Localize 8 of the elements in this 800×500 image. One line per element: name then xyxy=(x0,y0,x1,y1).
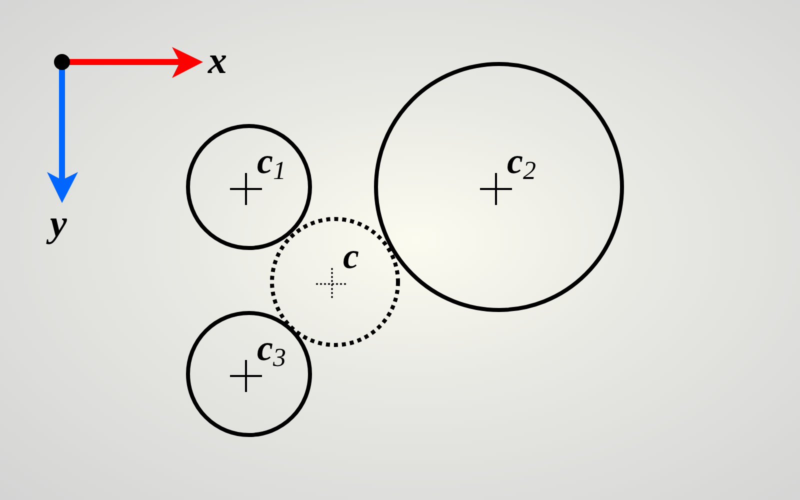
circle-label: c xyxy=(343,238,359,274)
circle xyxy=(186,124,312,250)
circle-label: c$_{3}$ xyxy=(257,330,286,371)
circle-label: c$_{2}$ xyxy=(507,143,536,184)
axis-label: x xyxy=(208,42,227,80)
circle xyxy=(374,62,624,312)
circle xyxy=(186,311,312,437)
circle-label: c$_{1}$ xyxy=(257,143,286,184)
